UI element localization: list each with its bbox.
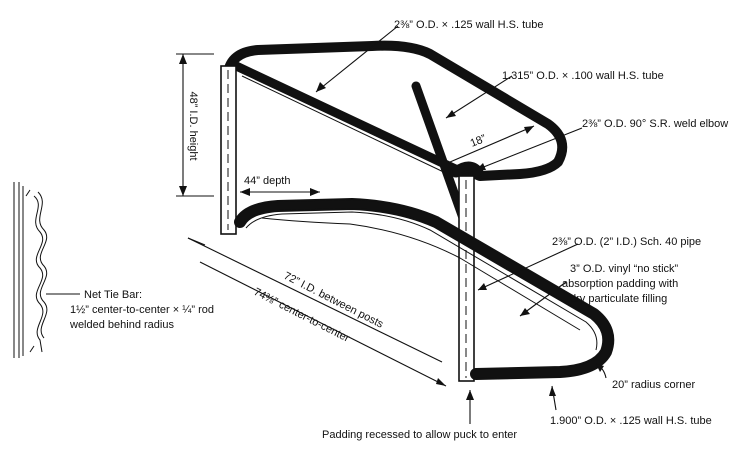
label-post-pipe: 2⅜” O.D. (2” I.D.) Sch. 40 pipe bbox=[552, 236, 701, 248]
dimension-lines bbox=[46, 25, 607, 424]
tie-bar-detail bbox=[13, 182, 48, 358]
base-frame bbox=[234, 198, 615, 380]
label-base-tube: 1.900” O.D. × .125 wall H.S. tube bbox=[550, 415, 712, 427]
label-depth: 44” depth bbox=[244, 175, 290, 187]
label-tie-bar-line-3: welded behind radius bbox=[69, 319, 174, 331]
label-between-posts: 72” I.D. between posts bbox=[282, 270, 386, 331]
label-weld-elbow: 2⅜” O.D. 90° S.R. weld elbow bbox=[582, 118, 728, 130]
label-tie-bar-line-1: Net Tie Bar: bbox=[84, 289, 142, 301]
left-post bbox=[220, 65, 237, 235]
label-brace-length: 18” bbox=[469, 133, 489, 150]
right-post bbox=[450, 161, 484, 382]
label-padding-line-3: dry particulate filling bbox=[570, 293, 667, 305]
label-padding-line-1: 3” O.D. vinyl “no stick” bbox=[570, 263, 679, 275]
label-brace-tube: 1.315” O.D. × .100 wall H.S. tube bbox=[502, 70, 664, 82]
label-top-tube: 2⅜” O.D. × .125 wall H.S. tube bbox=[394, 19, 544, 31]
labels: 2⅜” O.D. × .125 wall H.S. tube 1.315” O.… bbox=[69, 19, 728, 441]
label-tie-bar-line-2: 1½” center-to-center × ¼” rod bbox=[70, 304, 214, 316]
top-frame bbox=[223, 40, 568, 181]
label-height: 48” I.D. height bbox=[187, 91, 199, 160]
label-padding-recess: Padding recessed to allow puck to enter bbox=[322, 429, 517, 441]
label-radius-corner: 20” radius corner bbox=[612, 379, 695, 391]
label-padding-line-2: absorption padding with bbox=[562, 278, 678, 290]
